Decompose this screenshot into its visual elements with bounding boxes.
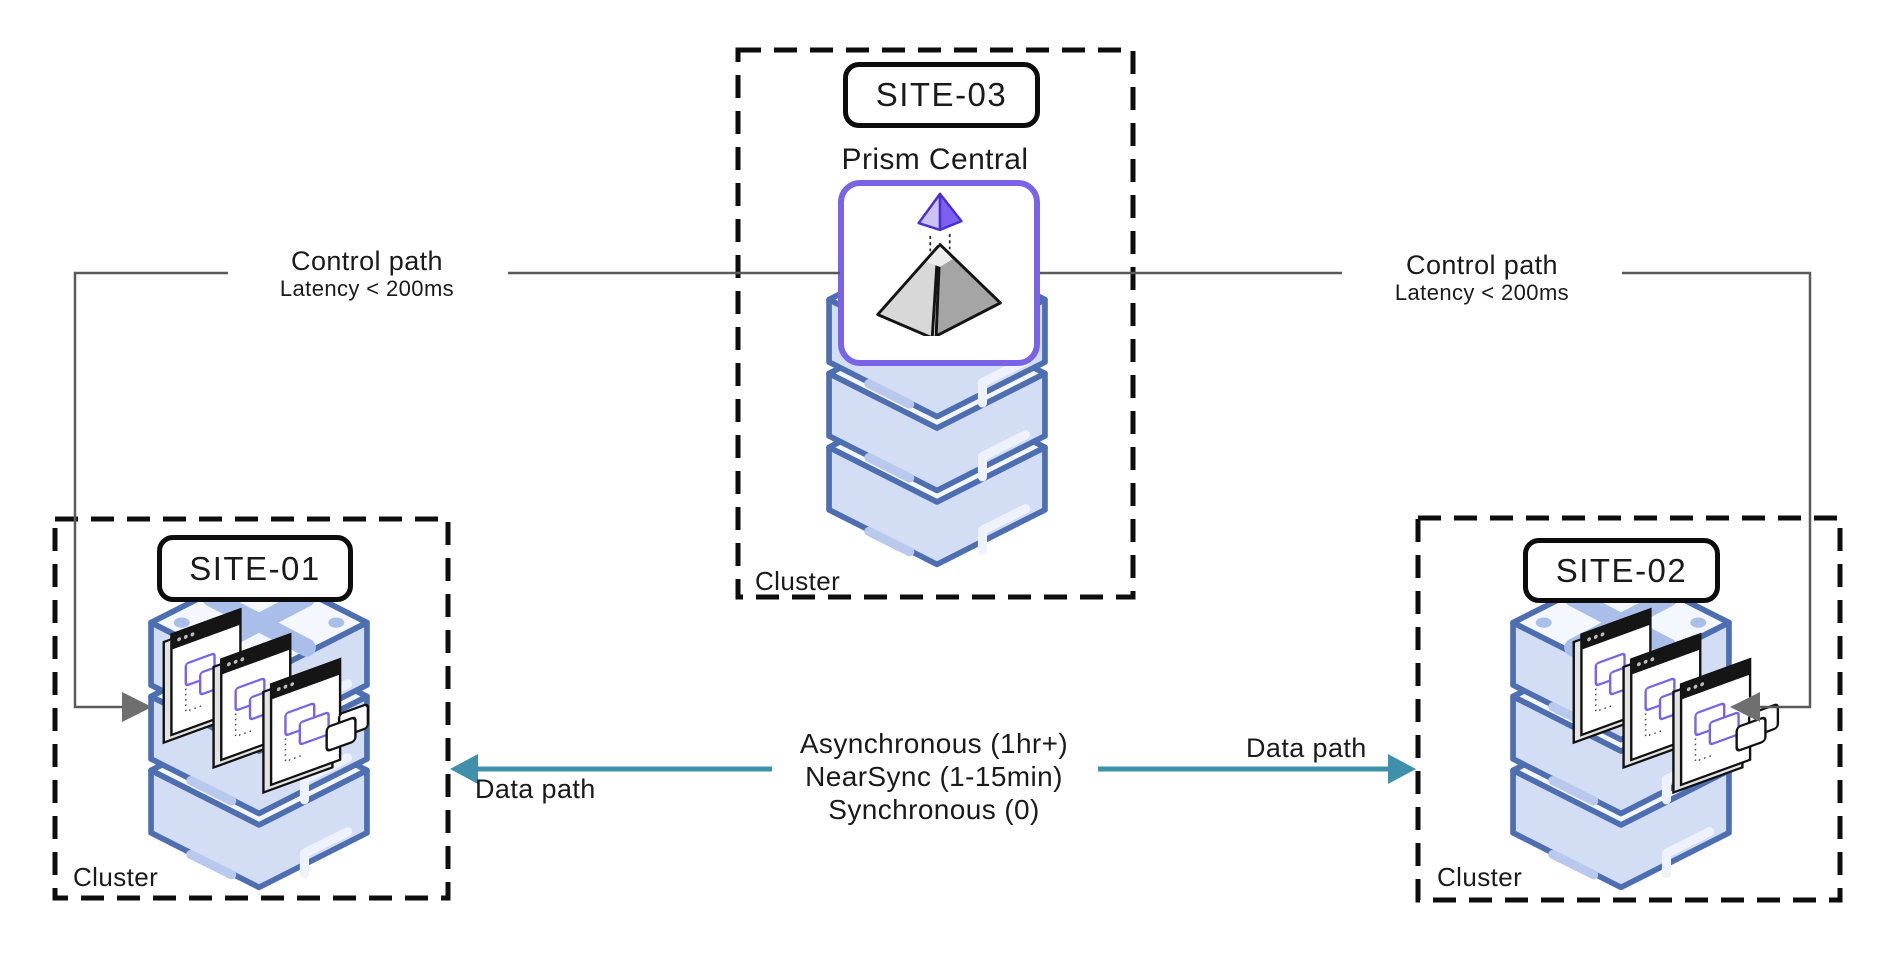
- data-arrowhead-left-icon: [450, 754, 478, 784]
- replication-mode-async: Asynchronous (1hr+): [799, 728, 1069, 759]
- data-path-left-label: Data path: [475, 774, 596, 804]
- site3-label: SITE-03: [875, 76, 1008, 113]
- prism-pyramid-icon: [876, 192, 1002, 336]
- control-path-right-title: Control path: [1406, 250, 1558, 280]
- site2-label: SITE-02: [1555, 551, 1688, 589]
- site2-cluster-label: Cluster: [1437, 862, 1523, 892]
- site1-name-plate: SITE-01: [157, 535, 353, 602]
- replication-mode-nearsync: NearSync (1-15min): [805, 761, 1063, 792]
- site1-cluster-label: Cluster: [73, 862, 159, 892]
- control-path-left-title: Control path: [291, 246, 443, 276]
- prism-central-box: [838, 180, 1040, 366]
- site1-label: SITE-01: [189, 549, 321, 587]
- site1-app-windows-icon: [158, 596, 388, 807]
- control-path-left-subtitle: Latency < 200ms: [279, 276, 455, 301]
- site2-name-plate: SITE-02: [1523, 538, 1720, 603]
- prism-central-title: Prism Central: [841, 143, 1029, 176]
- replication-modes-label: Asynchronous (1hr+) NearSync (1-15min) S…: [783, 727, 1085, 826]
- site3-name-plate: SITE-03: [843, 62, 1040, 128]
- data-path-right-label: Data path: [1246, 733, 1367, 763]
- site2-app-windows-icon: [1568, 596, 1798, 807]
- control-path-right-label: Control path Latency < 200ms: [1345, 250, 1619, 306]
- replication-mode-sync: Synchronous (0): [828, 794, 1040, 825]
- control-path-right-subtitle: Latency < 200ms: [1394, 280, 1570, 305]
- site3-cluster-label: Cluster: [755, 566, 841, 596]
- control-path-left-label: Control path Latency < 200ms: [230, 246, 504, 302]
- data-arrowhead-right-icon: [1388, 754, 1416, 784]
